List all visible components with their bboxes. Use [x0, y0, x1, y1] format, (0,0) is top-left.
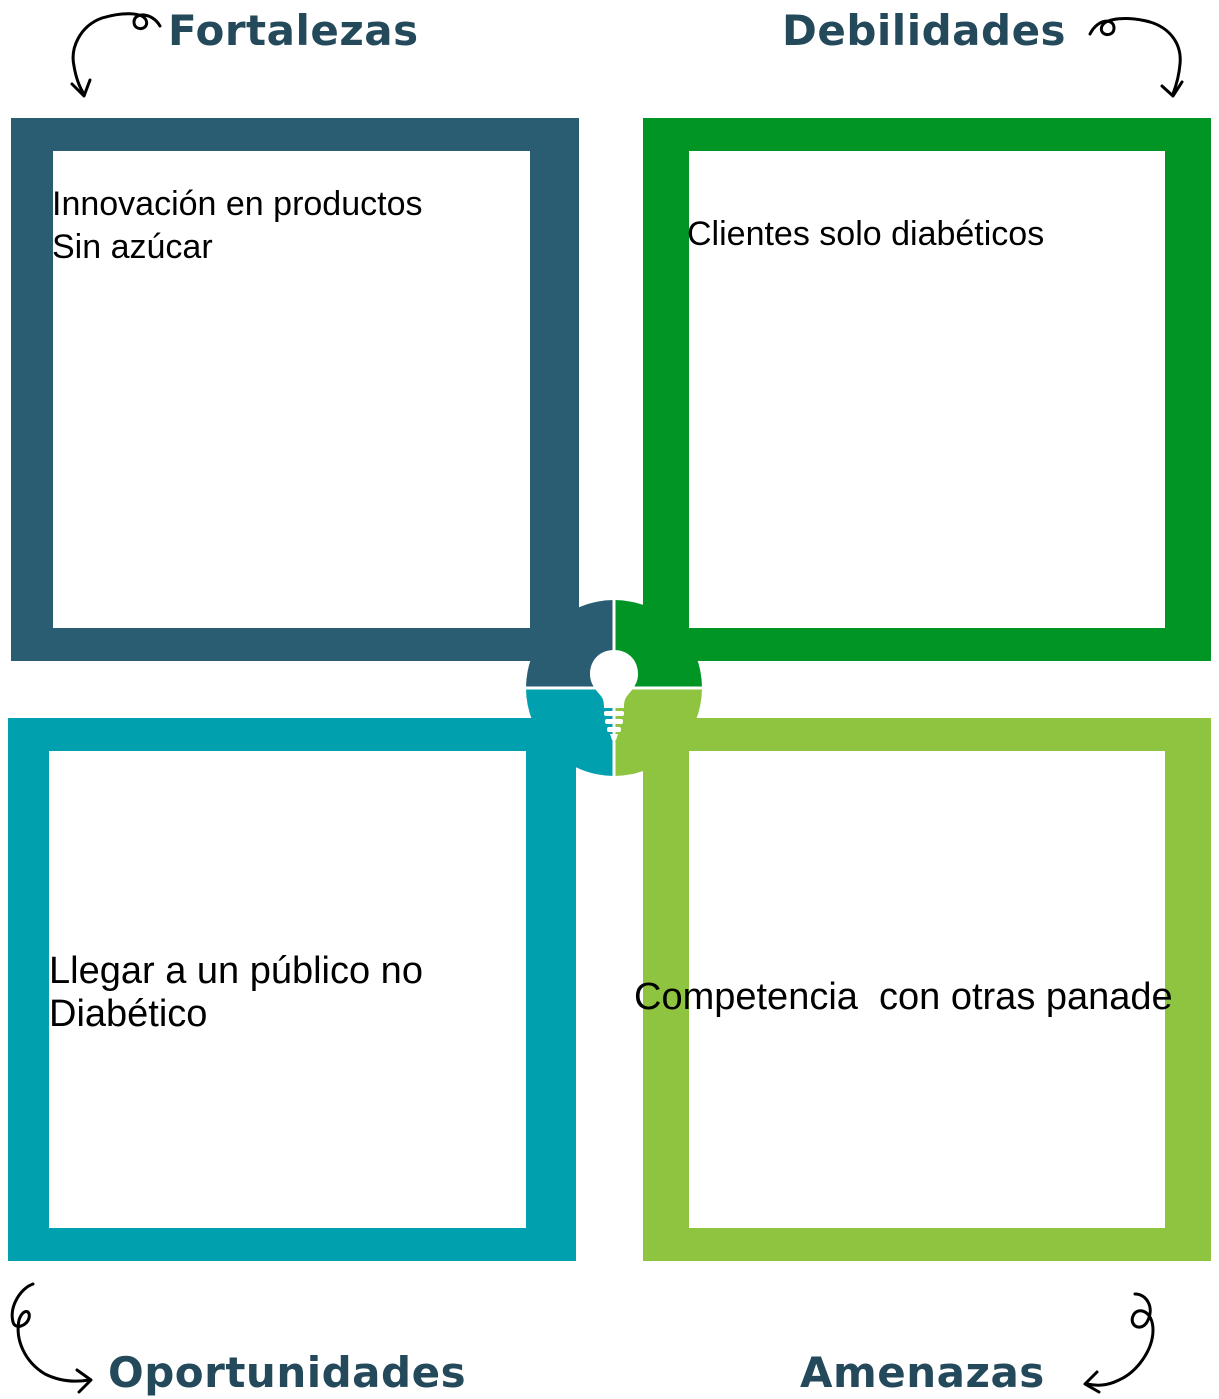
quadrant-oportunidades-frame	[8, 718, 576, 1261]
text-clip-amenazas: Competencia con otras panaderias	[634, 976, 1173, 1018]
lightbulb-icon	[590, 650, 638, 740]
text-debilidades[interactable]: Clientes solo diabéticos	[687, 215, 1045, 253]
curly-arrow-amenazas-icon	[1083, 1292, 1155, 1394]
text-fortalezas[interactable]: Innovación en productos Sin azúcar	[52, 185, 423, 266]
quadrant-amenazas-frame	[643, 718, 1211, 1261]
title-amenazas: Amenazas	[800, 1348, 1045, 1397]
curly-arrow-debilidades-icon	[1088, 17, 1184, 98]
quadrant-fortalezas-frame	[11, 118, 579, 661]
text-amenazas[interactable]: Competencia con otras panaderias	[634, 976, 1173, 1018]
title-debilidades: Debilidades	[782, 6, 1067, 55]
quadrant-debilidades-frame	[643, 118, 1211, 661]
curly-arrow-oportunidades-icon	[10, 1282, 93, 1394]
text-oportunidades[interactable]: Llegar a un público no Diabético	[49, 950, 423, 1035]
curly-arrow-fortalezas-icon	[70, 12, 162, 98]
title-oportunidades: Oportunidades	[108, 1348, 467, 1397]
title-fortalezas: Fortalezas	[168, 6, 419, 55]
